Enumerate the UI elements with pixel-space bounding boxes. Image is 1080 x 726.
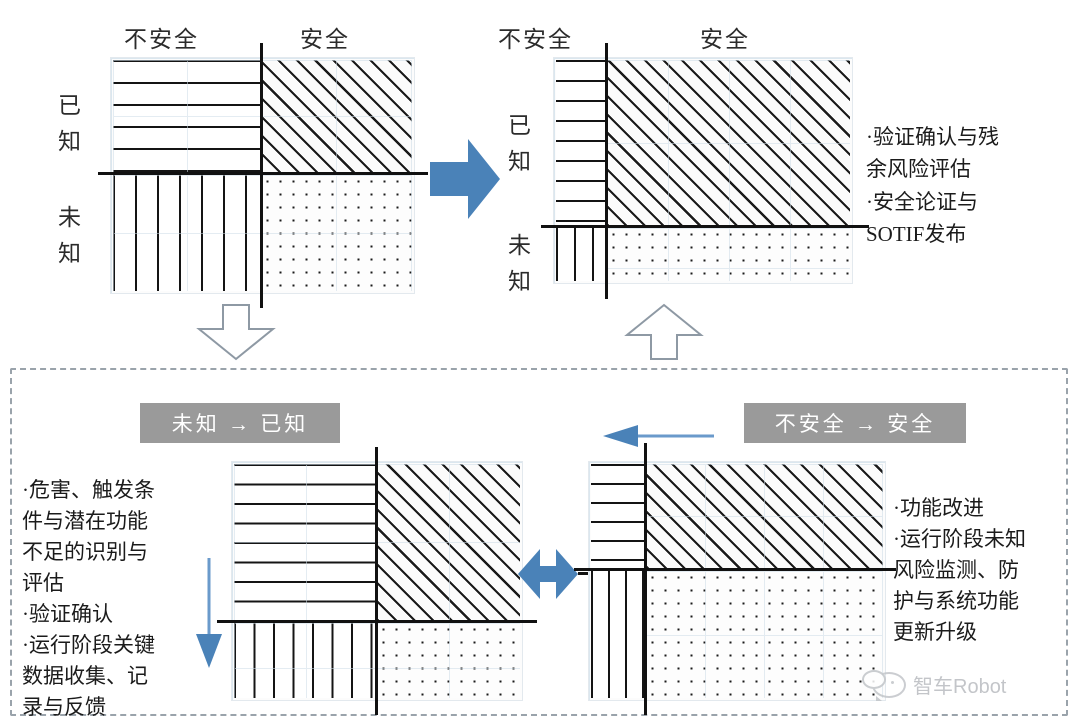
vertical-axis <box>260 43 263 308</box>
cell-subgrid <box>261 175 412 291</box>
cell-unsafe-unknown <box>556 228 607 281</box>
horizontal-axis <box>574 568 896 571</box>
note-line: 不足的识别与 <box>22 539 148 564</box>
top-left-row-unknown-label: 未知 <box>58 200 81 271</box>
bottom-left-notes: ·危害、触发条 件与潜在功能 不足的识别与 评估 ·验证确认 ·运行阶段关键 数… <box>22 476 204 724</box>
bottom-right-notes: ·功能改进 ·运行阶段未知 风险监测、防 护与系统功能 更新升级 <box>893 494 1073 649</box>
cell-subgrid <box>646 464 883 568</box>
note-line: ·验证确认 <box>22 601 113 626</box>
top-left-quadrant-plot <box>98 43 428 308</box>
note-line: ·运行阶段未知 <box>893 526 1026 551</box>
row-label-char: 已 <box>508 113 531 138</box>
top-right-col-safe-label: 安全 <box>700 27 750 52</box>
row-label-char: 未 <box>508 233 531 258</box>
note-line: 更新升级 <box>893 619 977 644</box>
row-label-char: 已 <box>58 93 81 118</box>
row-label-char: 知 <box>58 240 81 266</box>
note-line: 评估 <box>22 570 64 595</box>
top-right-quadrant-plot <box>541 43 869 299</box>
cell-subgrid <box>377 464 520 621</box>
row-label-char: 知 <box>58 128 81 154</box>
hollow-down-arrow-icon <box>196 304 276 361</box>
top-right-notes: ·验证确认与残 余风险评估 ·安全论证与 SOTIF发布 <box>866 122 1066 252</box>
note-line: 余风险评估 <box>866 157 971 182</box>
bottom-right-quadrant-plot <box>574 443 896 715</box>
cell-subgrid <box>607 228 850 281</box>
top-right-row-unknown-label: 未知 <box>508 228 531 299</box>
cell-subgrid <box>234 623 377 698</box>
banner-unsafe-to-safe: 不安全 → 安全 <box>744 403 966 443</box>
cell-safe-unknown <box>261 175 412 291</box>
vertical-axis <box>375 447 378 715</box>
top-left-col-safe-label: 安全 <box>300 27 350 52</box>
cell-safe-known <box>261 60 412 173</box>
cell-unsafe-known <box>556 60 607 226</box>
note-line: ·安全论证与 <box>866 189 978 214</box>
note-line: ·功能改进 <box>893 496 984 520</box>
cell-safe-known <box>646 464 883 568</box>
note-line: 风险监测、防 <box>893 557 1019 582</box>
cell-safe-known <box>377 464 520 621</box>
note-line: 数据收集、记 <box>22 663 148 688</box>
bottom-process-panel <box>10 368 1068 716</box>
top-left-col-unsafe-label: 不安全 <box>124 27 199 52</box>
row-label-char: 知 <box>508 268 531 294</box>
bottom-middle-quadrant-plot <box>217 447 537 715</box>
wechat-bubble-icon <box>862 669 906 701</box>
cell-safe-unknown <box>607 228 850 281</box>
top-left-row-known-label: 已知 <box>58 88 81 159</box>
top-right-row-known-label: 已知 <box>508 108 531 179</box>
note-line: 件与潜在功能 <box>22 508 148 533</box>
cell-safe-known <box>607 60 850 226</box>
cell-subgrid <box>607 60 850 226</box>
row-label-char: 知 <box>508 148 531 174</box>
horizontal-axis <box>541 225 869 228</box>
note-line: ·危害、触发条 <box>22 478 155 502</box>
note-line: 护与系统功能 <box>893 588 1019 613</box>
note-line: SOTIF发布 <box>866 222 967 247</box>
cell-safe-unknown <box>646 571 883 698</box>
cell-unsafe-unknown <box>234 623 377 698</box>
flow-down-arrow-icon <box>196 558 222 668</box>
horizontal-axis <box>98 172 428 175</box>
note-line: 录与反馈 <box>22 694 106 719</box>
cell-subgrid <box>646 571 883 698</box>
transition-right-arrow-icon <box>430 139 500 219</box>
cell-unsafe-unknown <box>113 175 261 291</box>
cell-subgrid <box>234 464 377 621</box>
cell-unsafe-known <box>591 464 646 568</box>
vertical-axis <box>644 443 647 715</box>
cell-unsafe-known <box>234 464 377 621</box>
vertical-axis <box>605 43 608 299</box>
cell-subgrid <box>377 623 520 698</box>
banner-unknown-to-known: 未知 → 已知 <box>140 403 340 443</box>
watermark: 智车Robot <box>862 669 1007 701</box>
cell-unsafe-known <box>113 60 261 173</box>
cell-safe-unknown <box>377 623 520 698</box>
cell-subgrid <box>113 175 261 291</box>
note-line: ·验证确认与残 <box>866 125 999 149</box>
cell-unsafe-unknown <box>591 571 646 698</box>
watermark-label: 智车Robot <box>913 676 1007 698</box>
bidirectional-arrow-icon <box>518 549 578 599</box>
cell-subgrid <box>261 60 412 173</box>
top-right-col-unsafe-label: 不安全 <box>498 27 573 52</box>
flow-left-arrow-icon <box>603 425 714 447</box>
cell-subgrid <box>113 60 261 173</box>
hollow-up-arrow-icon <box>624 303 704 360</box>
row-label-char: 未 <box>58 205 81 230</box>
note-line: ·运行阶段关键 <box>22 632 155 657</box>
